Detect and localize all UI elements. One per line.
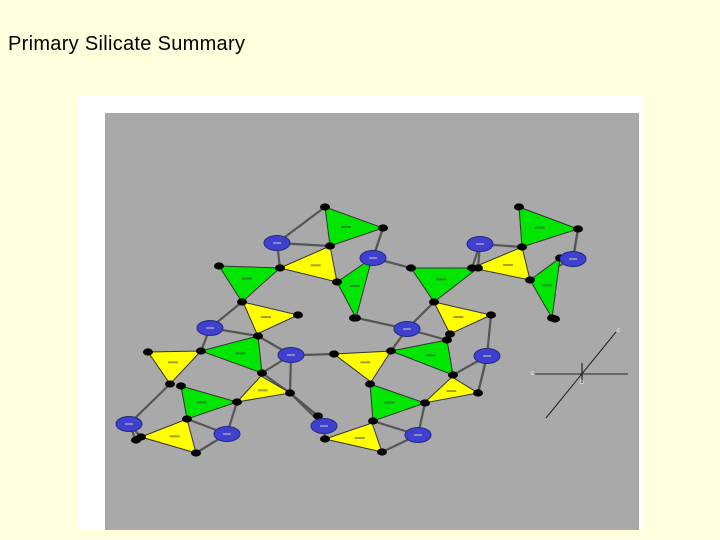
oxygen-atom	[467, 264, 477, 272]
oxygen-atom	[525, 276, 535, 284]
oxygen-atom	[349, 314, 359, 322]
silicon-label-mark	[287, 354, 295, 356]
tetrahedron-label-mark	[425, 354, 436, 357]
tetrahedron-label-mark	[242, 277, 252, 280]
tetrahedron-label-mark	[542, 284, 553, 287]
tetrahedron-label-mark	[534, 226, 545, 229]
silicon-label-mark	[414, 434, 422, 436]
oxygen-atom	[365, 380, 375, 388]
silicon-label-mark	[369, 257, 377, 259]
axis-label-c: b	[580, 379, 584, 386]
oxygen-atom	[214, 262, 224, 270]
oxygen-atom	[165, 380, 175, 388]
silicon-label-mark	[476, 243, 484, 245]
tetrahedron-label-mark	[354, 437, 365, 439]
tetrahedron-label-mark	[341, 226, 351, 228]
tetrahedron-label-mark	[196, 401, 207, 404]
axis-b-line	[545, 331, 617, 419]
sio4-tetrahedron-yellow	[323, 422, 383, 453]
silicon-label-mark	[125, 423, 133, 425]
sio4-tetrahedron-green	[410, 267, 480, 303]
oxygen-atom	[486, 311, 496, 319]
tetrahedron-label-mark	[261, 316, 271, 318]
sio4-tetrahedron-green	[336, 256, 373, 320]
tetrahedron-label-mark	[453, 316, 464, 318]
oxygen-atom	[143, 348, 153, 356]
oxygen-atom	[448, 371, 458, 379]
oxygen-atom	[313, 412, 323, 420]
tetrahedron-label-mark	[360, 361, 371, 364]
oxygen-atom	[275, 264, 285, 272]
oxygen-atom	[232, 398, 242, 406]
oxygen-atom	[285, 389, 295, 397]
sio4-tetrahedron-yellow	[139, 418, 197, 454]
tetrahedron-label-mark	[235, 352, 246, 355]
silicon-label-mark	[273, 242, 281, 244]
silicon-label-mark	[483, 355, 491, 357]
oxygen-atom	[442, 336, 452, 344]
oxygen-atom	[131, 436, 141, 444]
oxygen-atom	[320, 203, 330, 211]
tetrahedron-label-mark	[310, 264, 321, 267]
oxygen-atom	[176, 382, 186, 390]
framework-bond	[301, 352, 335, 357]
silicon-label-mark	[320, 425, 328, 427]
oxygen-atom	[368, 417, 378, 425]
oxygen-atom	[332, 278, 342, 286]
framework-bond	[261, 372, 291, 394]
oxygen-atom	[429, 298, 439, 306]
sio4-tetrahedron-green	[518, 206, 580, 248]
axis-label-b: c	[531, 370, 534, 377]
oxygen-atom	[293, 311, 303, 319]
oxygen-atom	[386, 347, 396, 355]
tetrahedron-label-mark	[446, 390, 457, 392]
tetrahedron-label-mark	[169, 435, 180, 438]
oxygen-atom	[325, 242, 335, 250]
oxygen-atom	[253, 332, 263, 340]
sio4-tetrahedron-green	[324, 206, 385, 247]
oxygen-atom	[378, 224, 388, 232]
tetrahedron-label-mark	[350, 285, 360, 287]
oxygen-atom	[517, 243, 527, 251]
oxygen-atom	[550, 315, 560, 323]
silicon-label-mark	[569, 258, 577, 260]
sio4-tetrahedron-green	[180, 385, 239, 420]
oxygen-atom	[473, 389, 483, 397]
sio4-tetrahedron-yellow	[235, 375, 292, 403]
oxygen-atom	[514, 203, 524, 211]
tetrahedron-label-mark	[257, 389, 268, 392]
oxygen-atom	[445, 330, 455, 338]
oxygen-atom	[420, 399, 430, 407]
oxygen-atom	[320, 435, 330, 443]
oxygen-atom	[257, 369, 267, 377]
oxygen-atom	[406, 264, 416, 272]
silicon-label-mark	[403, 328, 411, 330]
tetrahedron-label-mark	[168, 361, 178, 364]
axis-label-a: c	[617, 327, 620, 334]
sio4-tetrahedron-green	[389, 339, 454, 376]
oxygen-atom	[196, 347, 206, 355]
sio4-tetrahedron-yellow	[470, 246, 531, 281]
silicon-label-mark	[223, 433, 231, 435]
oxygen-atom	[377, 448, 387, 456]
slide-title: Primary Silicate Summary	[8, 33, 246, 55]
oxygen-atom	[182, 415, 192, 423]
oxygen-atom	[329, 350, 339, 358]
sio4-tetrahedron-green	[199, 335, 263, 374]
sio4-tetrahedron-yellow	[147, 350, 203, 385]
sio4-tetrahedron-yellow	[278, 245, 338, 283]
oxygen-atom	[237, 298, 247, 306]
sio4-tetrahedron-green	[529, 256, 561, 320]
sio4-tetrahedron-green	[218, 265, 282, 303]
oxygen-atom	[573, 225, 583, 233]
tetrahedron-label-mark	[436, 278, 446, 281]
framework-bond	[289, 392, 319, 417]
silicon-label-mark	[206, 327, 214, 329]
sio4-tetrahedron-yellow	[332, 350, 392, 383]
tetrahedron-label-mark	[384, 401, 395, 404]
sio4-tetrahedron-green	[369, 383, 427, 422]
oxygen-atom	[191, 449, 201, 457]
tetrahedron-label-mark	[503, 264, 513, 266]
